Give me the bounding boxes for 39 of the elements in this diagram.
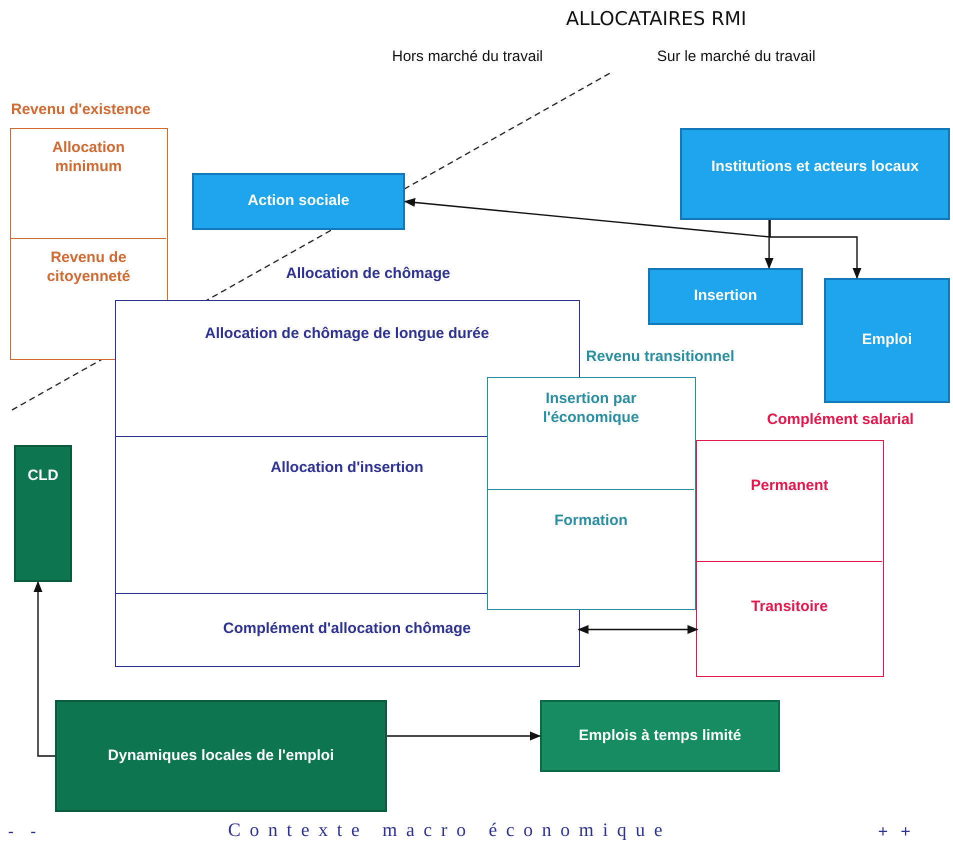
arrow (769, 220, 862, 280)
box-label: Insertion (694, 287, 758, 306)
note-label: Sur le marché du travail (657, 48, 816, 65)
section-label: Complément d'allocation chômage (223, 620, 471, 639)
arrow (404, 198, 771, 238)
section-label: Formation (554, 512, 628, 531)
section-label: Allocation de chômage de longue durée (204, 325, 490, 344)
group-heading: Allocation de chômage (286, 265, 450, 282)
note-label: - - (8, 822, 42, 842)
section-label: Insertion par l'économique (542, 390, 640, 428)
section-label: Permanent (750, 477, 828, 496)
box-label: Emploi (862, 331, 912, 350)
process-box (824, 278, 950, 403)
note-label: Hors marché du travail (392, 48, 543, 65)
box-label: Dynamiques locales de l'emploi (108, 746, 334, 766)
arrow (577, 625, 699, 634)
arrow (34, 580, 55, 757)
box-label: CLD (28, 467, 58, 486)
section-label: Allocation d'insertion (270, 459, 424, 478)
note-label: + + (878, 822, 915, 842)
note-label: ALLOCATAIRES RMI (566, 8, 746, 30)
section-label: Revenu de citoyenneté (46, 249, 132, 286)
box-label: Action sociale (248, 192, 350, 211)
arrow (387, 732, 542, 740)
process-box (192, 173, 405, 230)
process-box (55, 700, 387, 812)
process-box (14, 445, 72, 582)
process-box (680, 128, 950, 220)
group-heading: Revenu d'existence (11, 101, 150, 118)
box-label: Institutions et acteurs locaux (711, 158, 919, 177)
note-label: Contexte macro économique (228, 820, 672, 842)
process-box (648, 268, 803, 325)
process-box (540, 700, 780, 772)
group-heading: Complément salarial (767, 411, 914, 428)
section-label: Allocation minimum (51, 139, 126, 176)
section-label: Transitoire (751, 598, 828, 617)
group-heading: Revenu transitionnel (586, 348, 734, 365)
box-label: Emplois à temps limité (578, 726, 742, 746)
arrow (764, 220, 774, 270)
